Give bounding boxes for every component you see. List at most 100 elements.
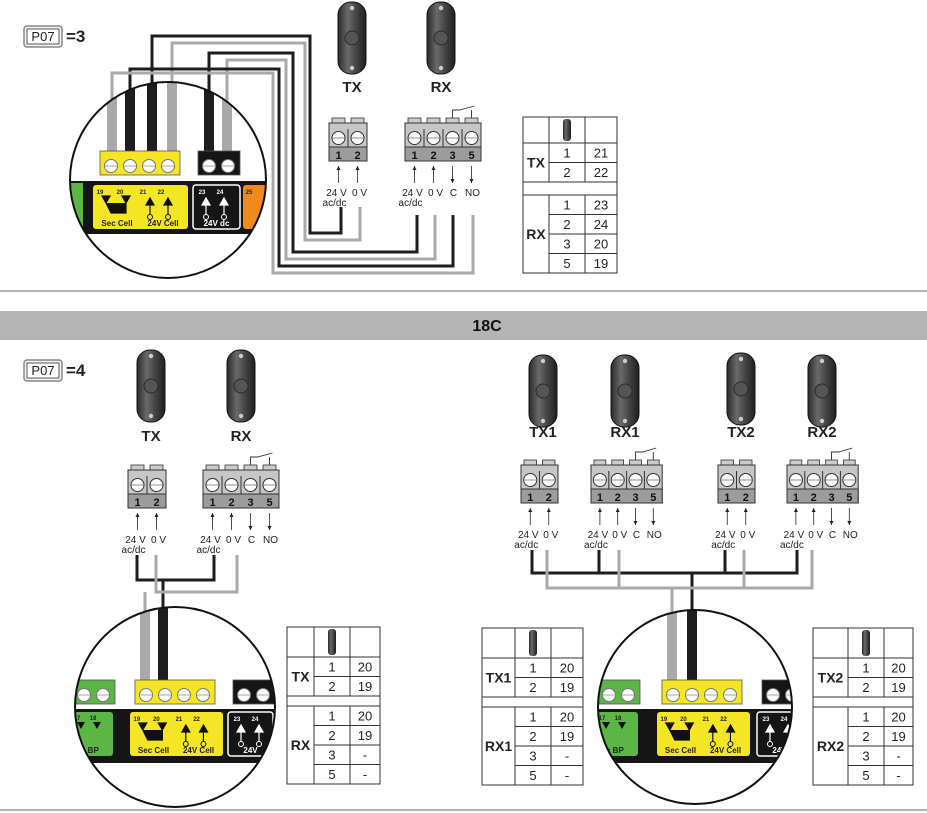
terminal-number: 5 — [846, 492, 852, 504]
sensor-terminal-value: 5 — [862, 768, 869, 783]
wire-gray — [167, 82, 177, 160]
terminal-number: 2 — [811, 492, 817, 504]
terminal-tab — [224, 464, 239, 471]
sensor-contact-icon — [602, 722, 626, 729]
wire-black — [150, 34, 343, 235]
photocell-sensor: TX1 — [528, 354, 558, 441]
voltage-label: ac/dc — [711, 540, 735, 551]
terminal-tab — [523, 459, 537, 466]
display-screen — [26, 362, 60, 379]
board-terminal-value: 20 — [560, 661, 574, 676]
arrow-down-icon — [267, 526, 272, 530]
sensor-terminal-value: 5 — [328, 767, 335, 782]
terminal-tab — [262, 464, 277, 471]
table-group-label: RX2 — [817, 738, 844, 754]
screw-icon — [622, 418, 628, 424]
relay-contact-icon — [635, 447, 657, 460]
terminal-tab — [611, 459, 624, 466]
sensor-label: RX — [231, 428, 252, 445]
arrow-down-icon — [450, 179, 455, 183]
table-spacer-row — [812, 696, 914, 708]
sensor-terminal-value: 3 — [529, 749, 536, 764]
terminal-number: 20 — [153, 717, 160, 723]
board-terminal-value: 19 — [891, 729, 905, 744]
power-output-icon — [707, 723, 736, 742]
board-label: Sec BP — [596, 746, 624, 755]
terminal-number: 19 — [134, 717, 141, 723]
sensor-icon — [529, 630, 537, 656]
sensor-terminal-value: 5 — [529, 768, 536, 783]
sensor-terminal-value: 2 — [862, 680, 869, 695]
table-group-cell — [522, 194, 550, 274]
voltage-label: 24 V — [784, 530, 805, 541]
board-terminal-value: - — [363, 767, 367, 782]
screw-icon — [785, 688, 792, 702]
terminal-tab — [149, 464, 164, 471]
terminal-number: 21 — [176, 717, 183, 723]
arrow-up-icon — [412, 166, 417, 170]
terminal-number: 1 — [793, 492, 799, 504]
lens-icon — [344, 30, 360, 46]
terminal-number: 3 — [449, 150, 455, 162]
terminal-number: 23 — [234, 717, 241, 723]
voltage-label: ac/dc — [399, 198, 423, 209]
sensor-terminal-value: 3 — [328, 748, 335, 763]
terminal-circle-icon — [203, 214, 209, 220]
screw-icon — [148, 413, 154, 419]
arrow-up-icon — [743, 508, 748, 512]
terminal-number: 1 — [411, 150, 417, 162]
arrow-up-icon — [355, 166, 360, 170]
voltage-label: ac/dc — [514, 540, 538, 551]
terminal-number: 22 — [158, 190, 165, 196]
wire-gray — [107, 82, 117, 160]
voltage-label: 24 V — [588, 530, 609, 541]
table-group-label: RX — [291, 737, 311, 753]
terminal-tab — [542, 459, 556, 466]
arrow-down-icon — [651, 521, 656, 525]
wire-black — [128, 67, 455, 268]
sensor-label: TX1 — [529, 424, 557, 441]
terminal-number: 5 — [266, 497, 272, 509]
wire-gray — [225, 58, 437, 261]
wire-black — [135, 555, 216, 582]
lens-icon — [433, 30, 449, 46]
board-label: 24V — [772, 746, 787, 755]
relay-contact-icon — [452, 105, 475, 118]
board-terminal-value: - — [896, 749, 900, 764]
board-terminal-value: 21 — [594, 146, 608, 161]
table-group-label: TX — [292, 669, 311, 685]
board-terminal-value: 22 — [594, 165, 608, 180]
lens-icon — [233, 378, 249, 394]
arrow-up-icon — [546, 508, 551, 512]
board-label: 24V dc — [204, 219, 230, 228]
board-label: Sec Cell — [665, 746, 696, 755]
board-label: 24V — [243, 746, 258, 755]
table-group-cell — [481, 706, 516, 786]
terminal-number: 25 — [246, 190, 253, 196]
power-output-icon — [180, 723, 209, 742]
contact-label: C — [633, 530, 640, 541]
lens-icon — [617, 383, 633, 399]
terminal-number: 19 — [97, 190, 104, 196]
table-cell — [584, 253, 618, 274]
terminal-number: 2 — [153, 497, 159, 509]
arrow-down-icon — [633, 521, 638, 525]
terminal-number: 1 — [597, 492, 603, 504]
terminal-number: 2 — [354, 150, 360, 162]
terminal-tab — [825, 459, 838, 466]
voltage-label: 24 V — [518, 530, 539, 541]
table-group-cell — [286, 656, 315, 697]
table-group-label: RX1 — [485, 738, 512, 754]
screw-icon — [438, 65, 444, 71]
screw-icon — [738, 416, 744, 422]
voltage-label: 0 V — [808, 530, 823, 541]
sensor-terminal-value: 2 — [529, 680, 536, 695]
sensor-label: TX — [141, 428, 160, 445]
sensor-label: RX1 — [610, 424, 639, 441]
sensor-terminal-value: 2 — [563, 217, 570, 232]
